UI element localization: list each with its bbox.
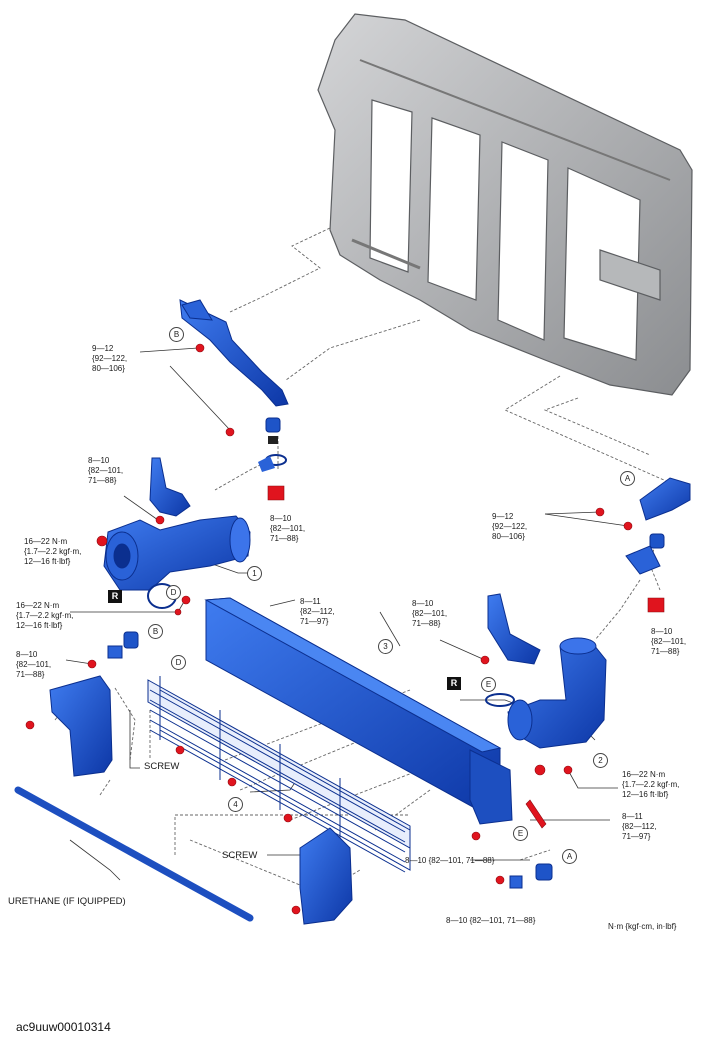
right-upper-bracket (487, 593, 541, 665)
document-id: ac9uuw00010314 (16, 1020, 111, 1034)
intercooler (204, 597, 513, 825)
torque-label-left-mount: 8—10 {82—101, 71—88} (16, 650, 52, 679)
radiator-core-support (317, 13, 693, 396)
torque-label-left-upper-bracket: 8—10 {82—101, 71—88} (88, 456, 124, 485)
intercooler-screen (147, 676, 411, 873)
marker-e-lower: E (513, 826, 528, 841)
torque-label-bracket-a: 9—12 {92—122, 80—106} (492, 512, 528, 541)
torque-label-cooler-top: 8—11 {82—112, 71—97} (300, 597, 335, 626)
urethane-strip (14, 786, 254, 922)
marker-b-lower: B (148, 624, 163, 639)
air-hose-2 (485, 637, 607, 749)
right-air-guide (299, 827, 353, 925)
lower-right-mount (509, 863, 553, 889)
replace-marker-left: R (108, 590, 122, 603)
part-number-4: 4 (228, 797, 243, 812)
left-mount (107, 631, 139, 659)
marker-a-lower: A (562, 849, 577, 864)
torque-label-mount-a: 8—10 {82—101, 71—88} (651, 627, 687, 656)
screw-label-right: SCREW (222, 850, 258, 861)
bracket-a (625, 477, 691, 575)
torque-label-pipe1-upper: 16—22 N·m {1.7—2.2 kgf·m, 12—16 ft·lbf} (24, 537, 82, 566)
torque-label-bottom-mid: 8—10 {82—101, 71—88} (405, 856, 495, 865)
torque-label-pipe2: 16—22 N·m {1.7—2.2 kgf·m, 12—16 ft·lbf} (622, 770, 680, 799)
air-hose-1 (103, 515, 251, 609)
urethane-label: URETHANE (IF IQUIPPED) (8, 896, 126, 907)
units-label: N·m {kgf·cm, in·lbf} (608, 922, 677, 931)
part-number-1: 1 (247, 566, 262, 581)
torque-label-right-upper-bracket: 8—10 {82—101, 71—88} (412, 599, 448, 628)
marker-e-upper: E (481, 677, 496, 692)
torque-label-cooler-right: 8—11 {82—112, 71—97} (622, 812, 657, 841)
left-air-guide (49, 675, 113, 777)
marker-a-upper: A (620, 471, 635, 486)
torque-label-mount-b: 8—10 {82—101, 71—88} (270, 514, 306, 543)
torque-label-pipe1-lower: 16—22 N·m {1.7—2.2 kgf·m, 12—16 ft·lbf} (16, 601, 74, 630)
bolts (25, 343, 665, 915)
label-leaders (65, 347, 629, 881)
left-upper-bracket (149, 457, 191, 517)
torque-label-bottom-right: 8—10 {82—101, 71—88} (446, 916, 536, 925)
bracket-b (179, 299, 289, 407)
screw-label-left: SCREW (144, 761, 180, 772)
exploded-parts-diagram: 9—12 {92—122, 80—106} 8—10 {82—101, 71—8… (8, 13, 693, 931)
marker-d-upper: D (166, 585, 181, 600)
replace-marker-right: R (447, 677, 461, 690)
part-number-3: 3 (378, 639, 393, 654)
marker-d-lower: D (171, 655, 186, 670)
torque-label-bracket-b: 9—12 {92—122, 80—106} (92, 344, 128, 373)
mount-b (258, 417, 287, 472)
marker-b-upper: B (169, 327, 184, 342)
part-number-2: 2 (593, 753, 608, 768)
